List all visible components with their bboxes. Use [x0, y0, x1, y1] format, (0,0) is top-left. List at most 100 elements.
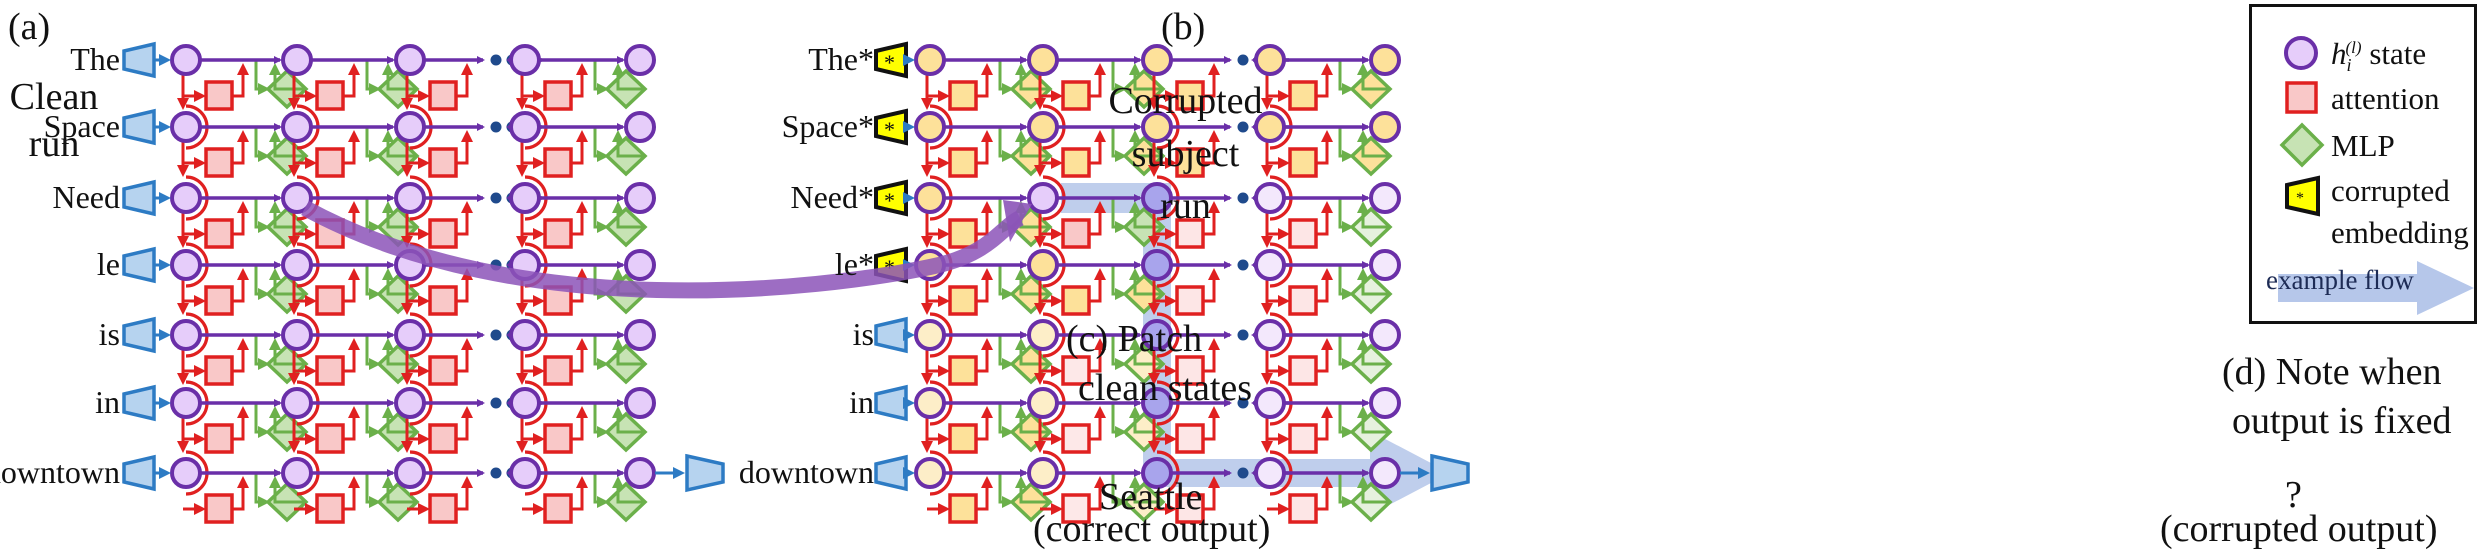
hidden-state [1027, 249, 1059, 281]
attention-block [543, 493, 573, 524]
mlp-input [1111, 60, 1127, 95]
mlp-input [365, 403, 381, 438]
mlp-output [1357, 406, 1390, 434]
attention-block [1061, 423, 1091, 454]
attention-block [1061, 218, 1091, 249]
hidden-state [281, 457, 313, 489]
clean-token-label: The [70, 41, 120, 77]
hidden-state-final [624, 182, 656, 214]
attention-output [456, 63, 473, 98]
corrupted-token-label: le* [834, 246, 874, 282]
mlp-output [269, 201, 306, 229]
panel-c-line-1: (c) Patch [1066, 318, 1203, 360]
mlp-input [254, 127, 270, 162]
attention-output [976, 63, 993, 98]
corrupted-token-label: is [852, 316, 874, 352]
attention-output [232, 63, 249, 98]
attention-output [976, 338, 993, 373]
attention-output [232, 130, 249, 165]
token-embedding-icon [874, 454, 908, 492]
attention-block [1288, 80, 1318, 111]
attention-block [204, 80, 234, 111]
hidden-state [281, 111, 313, 143]
panel-a-tag: (a) [8, 6, 51, 48]
hidden-state-final [624, 249, 656, 281]
mlp-input [365, 127, 381, 162]
hidden-state [509, 387, 541, 419]
mlp-input [1338, 403, 1354, 438]
mlp-input [998, 60, 1014, 95]
ellipsis-dot [490, 192, 502, 204]
token-embedding-icon [122, 454, 156, 492]
panel-b-title-line-2: subject [1131, 133, 1240, 175]
attention-output [1089, 338, 1106, 373]
mlp-output [269, 338, 306, 366]
attention-square-icon [2285, 81, 2318, 114]
hidden-state [170, 387, 202, 419]
mlp-input [593, 127, 609, 162]
attention-output [1316, 268, 1333, 303]
corrupted-token-label: The* [808, 41, 874, 77]
mlp-input [1338, 60, 1354, 95]
attention-output [571, 201, 588, 236]
panel-d-line-1: (d) Note when [2222, 351, 2442, 393]
attention-block [948, 355, 978, 386]
mlp-input [1111, 403, 1127, 438]
attention-block [204, 493, 234, 524]
attention-output [571, 130, 588, 165]
hidden-state [170, 249, 202, 281]
mlp-output [1357, 268, 1390, 296]
attention-block [1061, 285, 1091, 316]
mlp-input [593, 403, 609, 438]
attention-output [1203, 476, 1220, 511]
corrupted-token-label: in [849, 384, 874, 420]
ellipsis-dot [1237, 467, 1249, 479]
hidden-state [1027, 387, 1059, 419]
hidden-state-final [1369, 249, 1401, 281]
ellipsis-dot [490, 329, 502, 341]
attention-block [315, 147, 345, 178]
hidden-state-final [1369, 182, 1401, 214]
attention-block [1288, 147, 1318, 178]
attention-block [428, 355, 458, 386]
hidden-state [509, 182, 541, 214]
hidden-state [281, 44, 313, 76]
hidden-state [1141, 44, 1173, 76]
token-embedding-icon [122, 179, 156, 217]
attention-block [428, 285, 458, 316]
patch-arrow-layer [301, 200, 1032, 299]
attention-output [976, 268, 993, 303]
ellipsis-dot [1237, 192, 1249, 204]
hidden-state [281, 319, 313, 351]
attention-block [1061, 80, 1091, 111]
output-decoder-icon [685, 453, 725, 493]
mlp-output [612, 201, 645, 229]
mlp-output [612, 338, 645, 366]
hidden-state-final [624, 44, 656, 76]
attention-block [1288, 423, 1318, 454]
mlp-output [612, 406, 645, 434]
attention-block [204, 423, 234, 454]
panel-b-title-line-3: run [1160, 185, 1211, 227]
svg-text:*: * [2296, 190, 2304, 207]
corrupted-token-label: downtown [738, 454, 874, 490]
attention-block [1175, 423, 1205, 454]
corrupted-token-label: Space* [781, 108, 874, 144]
hidden-state [509, 111, 541, 143]
attention-block [428, 423, 458, 454]
attention-block [543, 147, 573, 178]
attention-block [543, 355, 573, 386]
corruption-mark: * [884, 117, 895, 142]
attention-block [948, 218, 978, 249]
token-embedding-icon [122, 384, 156, 422]
hidden-state [1027, 111, 1059, 143]
attention-output [456, 268, 473, 303]
attention-output [1203, 201, 1220, 236]
attention-output [571, 476, 588, 511]
token-embedding-icon [874, 316, 908, 354]
attention-block [948, 423, 978, 454]
hidden-state [1027, 182, 1059, 214]
hidden-state [914, 182, 946, 214]
hidden-state [394, 319, 426, 351]
attention-output [232, 201, 249, 236]
